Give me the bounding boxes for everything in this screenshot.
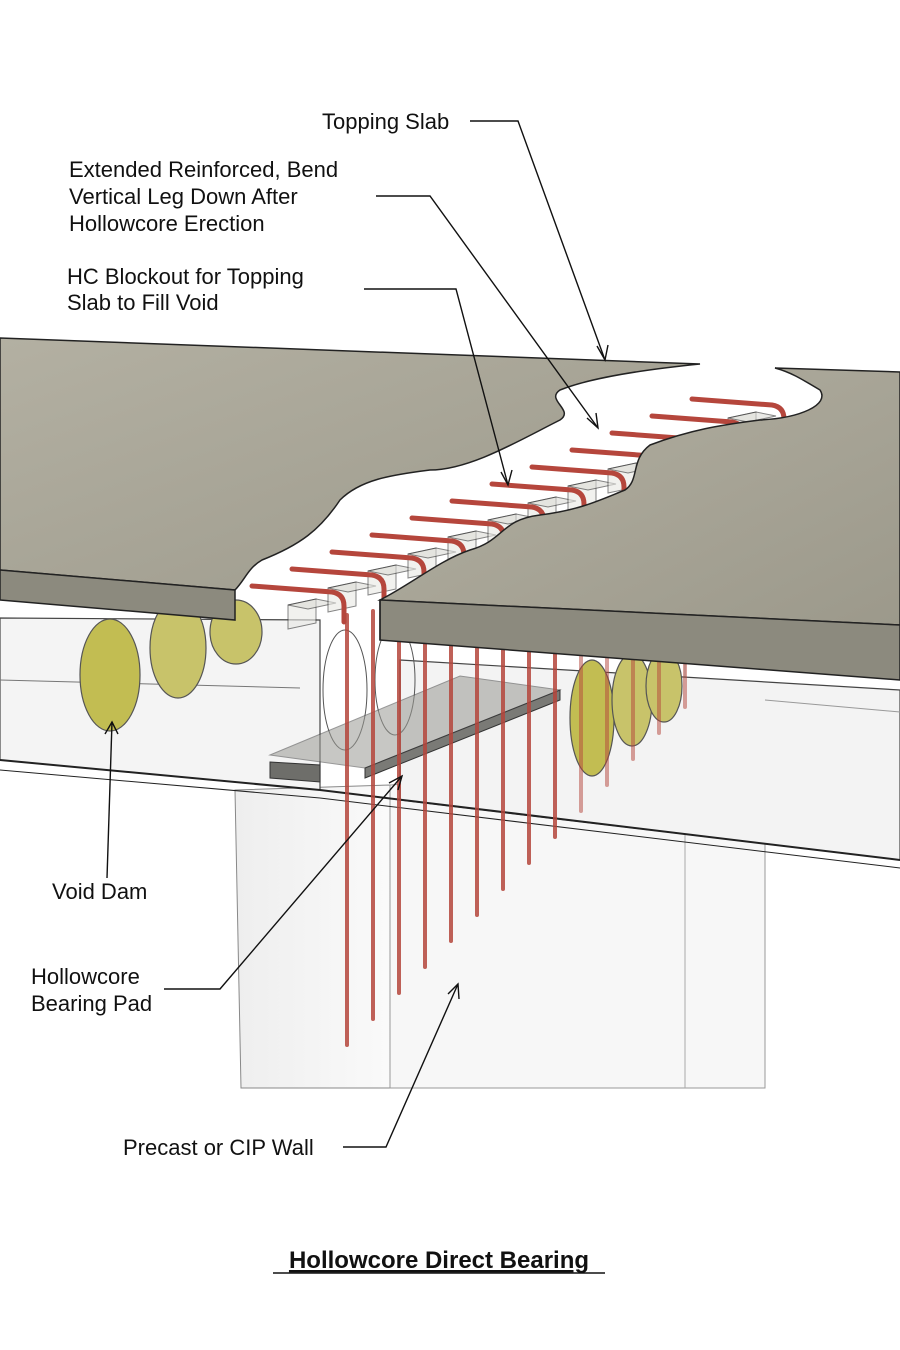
label-extended-reinf-2: Vertical Leg Down After xyxy=(69,184,298,209)
leader-bearing-pad xyxy=(164,775,403,990)
diagram-title: Hollowcore Direct Bearing xyxy=(289,1247,589,1274)
leader-wall xyxy=(343,983,459,1148)
leader-topping-slab xyxy=(470,120,606,361)
void-dams xyxy=(79,597,683,777)
topping-slab-right xyxy=(377,367,900,681)
label-blockout-2: Slab to Fill Void xyxy=(67,290,219,315)
rebar-top-bar xyxy=(529,464,627,506)
rebar-top-bar xyxy=(329,549,427,591)
precast-wall xyxy=(234,660,766,1089)
leader-blockout xyxy=(364,288,509,486)
label-extended-reinf-1: Extended Reinforced, Bend xyxy=(69,157,338,182)
label-bearing-pad-1: Hollowcore xyxy=(31,964,140,989)
label-extended-reinf-3: Hollowcore Erection xyxy=(69,211,265,236)
label-bearing-pad-2: Bearing Pad xyxy=(31,991,152,1016)
bearing-pads xyxy=(268,675,562,783)
rebar-top-bar xyxy=(289,566,387,608)
blockout-top xyxy=(727,411,777,423)
label-blockout-1: HC Blockout for Topping xyxy=(67,264,304,289)
label-void-dam: Void Dam xyxy=(52,879,147,904)
leader-extended-reinf xyxy=(376,195,599,429)
topping-slab-left xyxy=(0,337,701,621)
label-wall: Precast or CIP Wall xyxy=(123,1135,314,1160)
rebar-top-bar xyxy=(489,481,587,523)
leader-void-dam xyxy=(106,721,113,879)
label-topping-slab: Topping Slab xyxy=(322,109,449,134)
rebar-top-bar xyxy=(249,583,347,625)
leader-lines xyxy=(104,120,609,1148)
